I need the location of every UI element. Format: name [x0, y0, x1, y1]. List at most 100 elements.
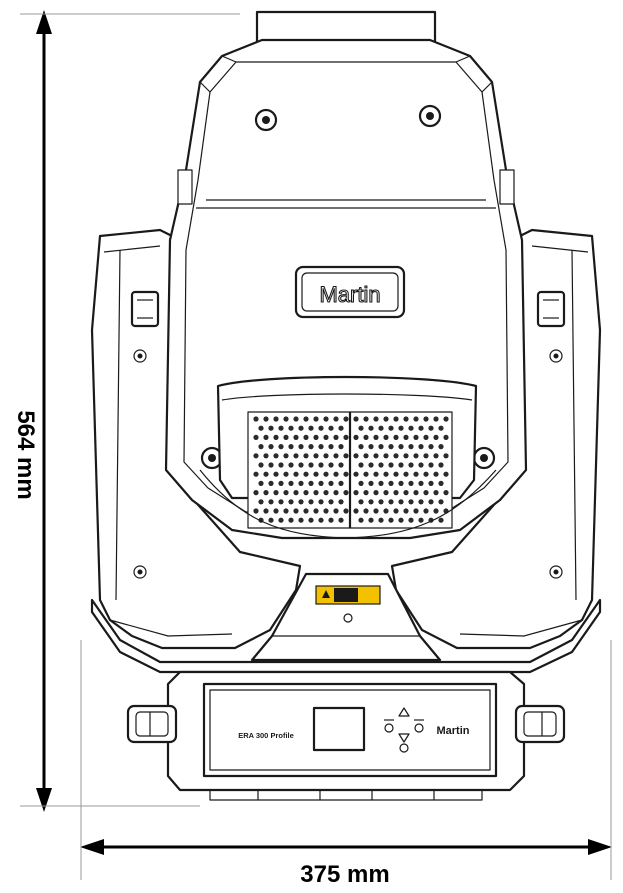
- grille-hole: [368, 517, 374, 523]
- grille-hole: [298, 499, 304, 505]
- grille-hole: [358, 480, 364, 486]
- grille-hole: [428, 444, 434, 450]
- grille-hole: [363, 434, 369, 440]
- grille-hole: [418, 499, 424, 505]
- grille-hole: [253, 416, 259, 422]
- grille-hole: [413, 453, 419, 459]
- grille-hole: [283, 490, 289, 496]
- grille-hole: [383, 471, 389, 477]
- grille-hole: [418, 517, 424, 523]
- grille-hole: [293, 471, 299, 477]
- grille-hole: [383, 434, 389, 440]
- grille-hole: [253, 453, 259, 459]
- tilt-lock-right: [536, 290, 566, 328]
- grille-hole: [378, 480, 384, 486]
- grille-hole: [333, 490, 339, 496]
- base-handle-left: [126, 704, 178, 744]
- grille-hole: [278, 462, 284, 468]
- grille-hole: [418, 444, 424, 450]
- yoke-screws: [133, 349, 563, 579]
- grille-hole: [288, 499, 294, 505]
- grille-hole: [358, 425, 364, 431]
- grille-hole: [268, 462, 274, 468]
- grille-hole: [273, 416, 279, 422]
- grille-hole: [363, 490, 369, 496]
- grille-hole: [388, 444, 394, 450]
- grille-hole: [338, 444, 344, 450]
- grille-hole: [323, 471, 329, 477]
- grille-hole: [328, 462, 334, 468]
- grille-hole: [278, 425, 284, 431]
- grille-hole: [373, 471, 379, 477]
- grille-hole: [278, 517, 284, 523]
- grille-hole: [393, 434, 399, 440]
- height-arrow-top: [36, 10, 52, 34]
- grille-hole: [258, 444, 264, 450]
- grille-hole: [393, 490, 399, 496]
- grille-hole: [273, 508, 279, 514]
- width-dimension: 375 mm: [80, 640, 612, 888]
- grille-hole: [298, 517, 304, 523]
- grille-hole: [283, 434, 289, 440]
- button-down-icon: [398, 733, 410, 743]
- grille-hole: [428, 480, 434, 486]
- grille-hole: [273, 471, 279, 477]
- head-logo: Martin: [319, 282, 380, 307]
- grille-hole: [328, 444, 334, 450]
- grille-hole: [253, 434, 259, 440]
- grille-hole: [283, 471, 289, 477]
- grille-hole: [313, 416, 319, 422]
- grille-hole: [423, 508, 429, 514]
- grille-hole: [403, 490, 409, 496]
- grille-hole: [323, 434, 329, 440]
- grille-hole: [303, 471, 309, 477]
- grille-hole: [393, 471, 399, 477]
- grille-hole: [443, 490, 449, 496]
- grille-hole: [263, 471, 269, 477]
- grille-hole: [413, 434, 419, 440]
- grille-hole: [338, 480, 344, 486]
- grille-hole: [268, 517, 274, 523]
- grille-hole: [338, 499, 344, 505]
- grille-hole: [323, 490, 329, 496]
- base-logo: Martin: [437, 725, 470, 737]
- grille-hole: [313, 490, 319, 496]
- grille-hole: [353, 453, 359, 459]
- grille-hole: [253, 471, 259, 477]
- grille-hole: [378, 444, 384, 450]
- grille-hole: [368, 444, 374, 450]
- grille-hole: [293, 416, 299, 422]
- fixture-drawing: Martin E: [90, 10, 602, 801]
- grille-hole: [363, 453, 369, 459]
- grille-hole: [443, 434, 449, 440]
- grille-hole: [443, 416, 449, 422]
- grille-hole: [313, 434, 319, 440]
- grille-hole: [393, 416, 399, 422]
- grille-hole: [303, 508, 309, 514]
- grille-hole: [343, 416, 349, 422]
- grille-hole: [413, 490, 419, 496]
- grille-hole: [398, 499, 404, 505]
- grille-hole: [428, 425, 434, 431]
- width-arrow-right: [588, 839, 612, 855]
- grille-hole: [408, 462, 414, 468]
- grille-hole: [318, 517, 324, 523]
- grille-hole: [408, 425, 414, 431]
- grille-hole: [308, 444, 314, 450]
- grille-hole: [378, 425, 384, 431]
- grille-hole: [293, 490, 299, 496]
- grille-hole: [253, 490, 259, 496]
- grille-hole: [303, 490, 309, 496]
- grille-hole: [278, 499, 284, 505]
- grille-hole: [388, 425, 394, 431]
- grille-hole: [438, 444, 444, 450]
- grille-hole: [268, 480, 274, 486]
- grille-hole: [398, 425, 404, 431]
- grille-hole: [368, 425, 374, 431]
- grille-hole: [343, 490, 349, 496]
- grille-hole: [343, 453, 349, 459]
- grille-hole: [308, 499, 314, 505]
- grille-hole: [413, 416, 419, 422]
- grille-hole: [438, 480, 444, 486]
- grille-hole: [258, 462, 264, 468]
